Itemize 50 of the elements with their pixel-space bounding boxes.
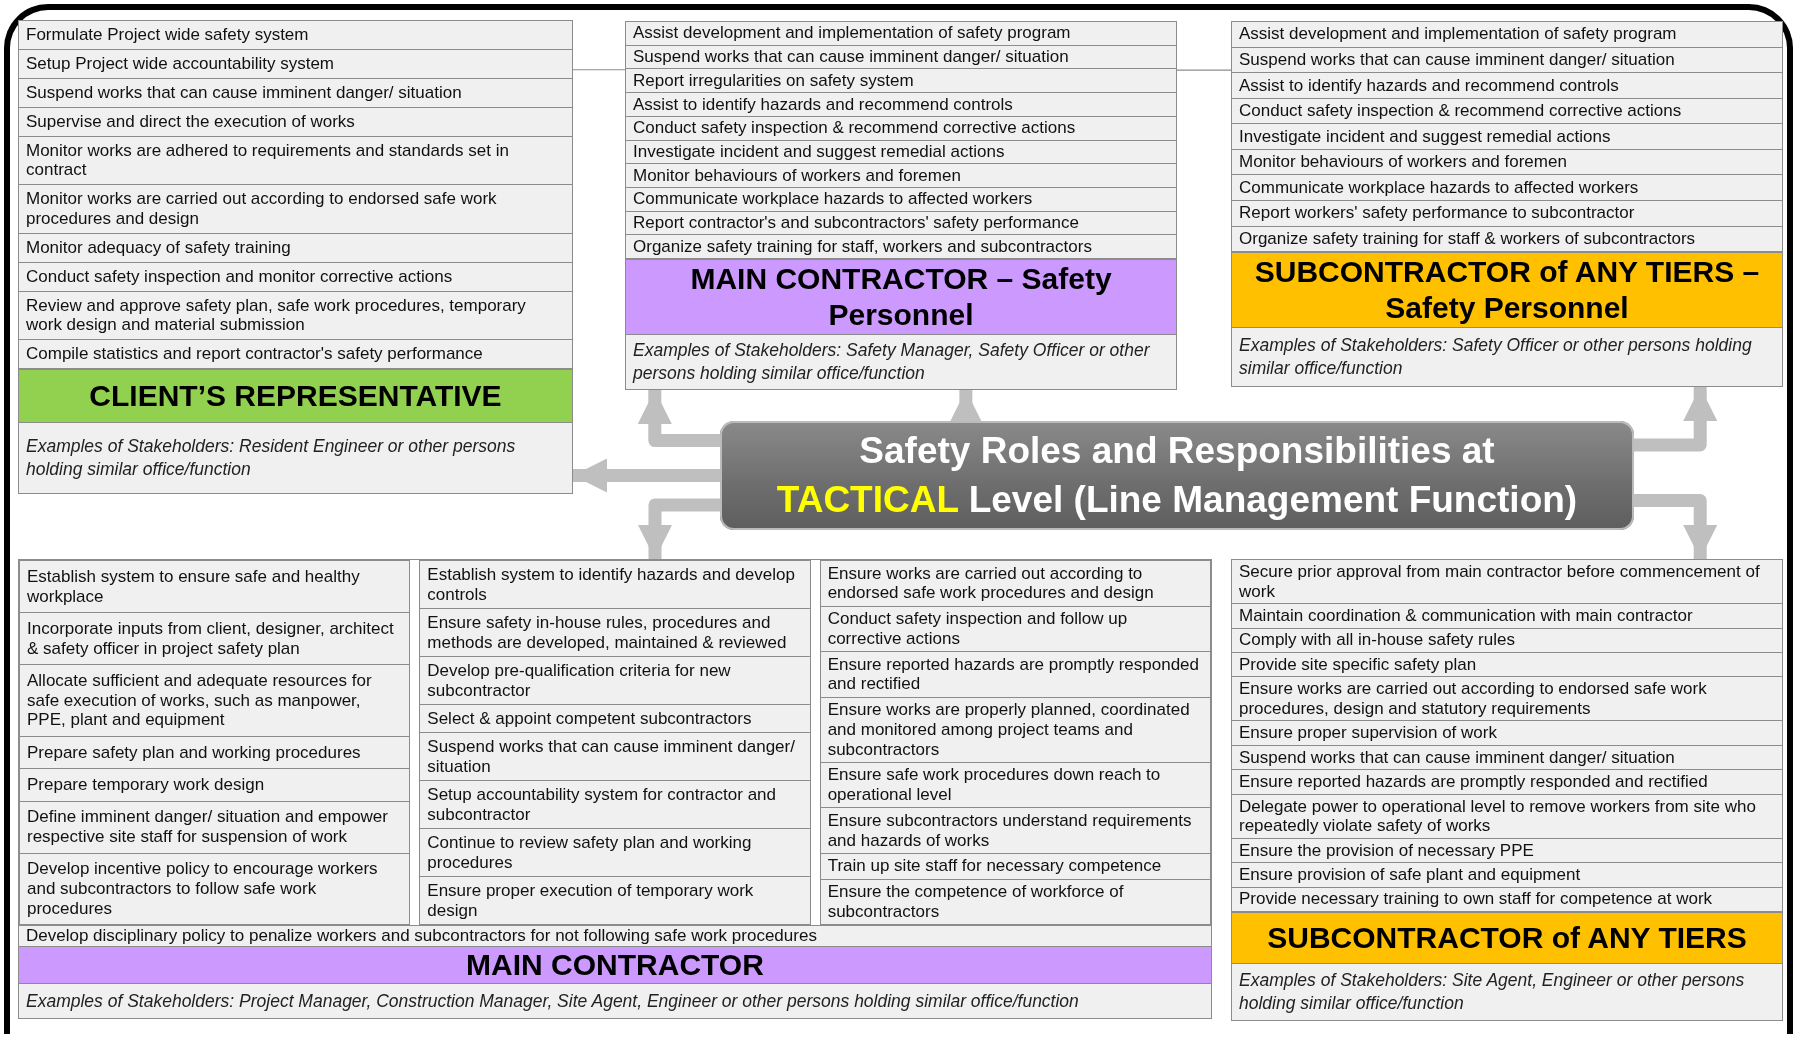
arrow <box>1634 387 1718 452</box>
task-cell: Select & appoint competent subcontractors <box>420 705 810 734</box>
title-banner <box>720 421 1634 530</box>
connector-line <box>1176 69 1232 71</box>
task-cell: Allocate sufficient and adequate resources for safe execution of works, such as manpower, PPE, plant and equipment <box>20 665 410 737</box>
task-cell: Ensure works are properly planned, coordinated and monitored among project teams and subcontractors <box>820 697 1210 763</box>
stakeholder-examples: Examples of Stakeholders: Safety Officer or other persons holding similar office/function <box>1238 334 1753 380</box>
arrow <box>948 390 983 424</box>
task-cell: Ensure the competence of workforce of subcontractors <box>820 879 1210 925</box>
role-panel <box>625 21 1177 390</box>
role-panel <box>18 20 573 494</box>
task-cell: Develop pre-qualification criteria for new subcontractor <box>420 657 810 705</box>
role-heading: SUBCONTRACTOR of ANY TIERS <box>1232 912 1782 964</box>
task-cell: Conduct safety inspection and follow up corrective actions <box>820 606 1210 653</box>
arrow <box>638 498 720 559</box>
task-cell: Continue to review safety plan and working procedures <box>420 829 810 878</box>
role-heading: MAIN CONTRACTOR – Safety Personnel <box>626 259 1176 335</box>
heading-text: Safety Roles and Responsibilities at <box>858 429 1496 474</box>
heading-text: Level (Line Management Function) <box>968 478 1578 520</box>
connector-line <box>572 69 626 71</box>
task-cell: Define imminent danger/ situation and empower respective site staff for suspension of work <box>20 801 410 854</box>
task-cell: Incorporate inputs from client, designer, architect & safety officer in project safety plan <box>20 613 410 666</box>
task-cell: Ensure safety in-house rules, procedures and methods are developed, maintained & reviewed <box>420 609 810 657</box>
task-cell: Ensure safe work procedures down reach to operational level <box>820 762 1210 809</box>
stakeholder-examples: Examples of Stakeholders: Safety Manager, Safety Officer or other persons holding similar office/function <box>631 339 1151 385</box>
role-heading: MAIN CONTRACTOR <box>19 946 1211 984</box>
arrow <box>1634 494 1718 559</box>
task-cell: Train up site staff for necessary competence <box>820 853 1210 880</box>
highlighted-word: TACTICAL <box>776 478 959 520</box>
role-panel <box>1231 559 1783 1021</box>
role-panel <box>18 559 1212 1019</box>
stakeholder-examples: Examples of Stakeholders: Project Manager, Construction Manager, Site Agent, Engineer or other persons holding similar office/function <box>25 989 1080 1013</box>
task-cell: Prepare safety plan and working procedures <box>20 736 410 770</box>
role-heading: SUBCONTRACTOR of ANY TIERS – Safety Personnel <box>1232 252 1782 328</box>
task-cell: Ensure reported hazards are promptly responded and rectified <box>820 652 1210 698</box>
task-cell: Establish system to identify hazards and develop controls <box>420 561 810 609</box>
task-cell: Prepare temporary work design <box>20 769 410 802</box>
task-cell: Setup accountability system for contractor and subcontractor <box>420 781 810 830</box>
role-heading: CLIENT’S REPRESENTATIVE <box>19 369 572 423</box>
task-cell: Establish system to ensure safe and healthy workplace <box>20 561 410 614</box>
task-cell: Develop incentive policy to encourage workers and subcontractors to follow safe work procedures <box>20 853 410 925</box>
stakeholder-examples: Examples of Stakeholders: Resident Engineer or other persons holding similar office/function <box>25 435 517 481</box>
stakeholder-examples: Examples of Stakeholders: Site Agent, Engineer or other persons holding similar office/function <box>1238 969 1746 1015</box>
task-cell: Ensure subcontractors understand requirements and hazards of works <box>820 808 1210 854</box>
role-panel <box>1231 21 1783 387</box>
task-cell: Ensure proper execution of temporary work design <box>420 877 810 925</box>
arrow <box>573 458 720 493</box>
task-cell: Ensure works are carried out according to endorsed safe work procedures and design <box>820 561 1210 607</box>
task-cell: Suspend works that can cause imminent danger/ situation <box>420 733 810 782</box>
arrow <box>637 390 720 448</box>
